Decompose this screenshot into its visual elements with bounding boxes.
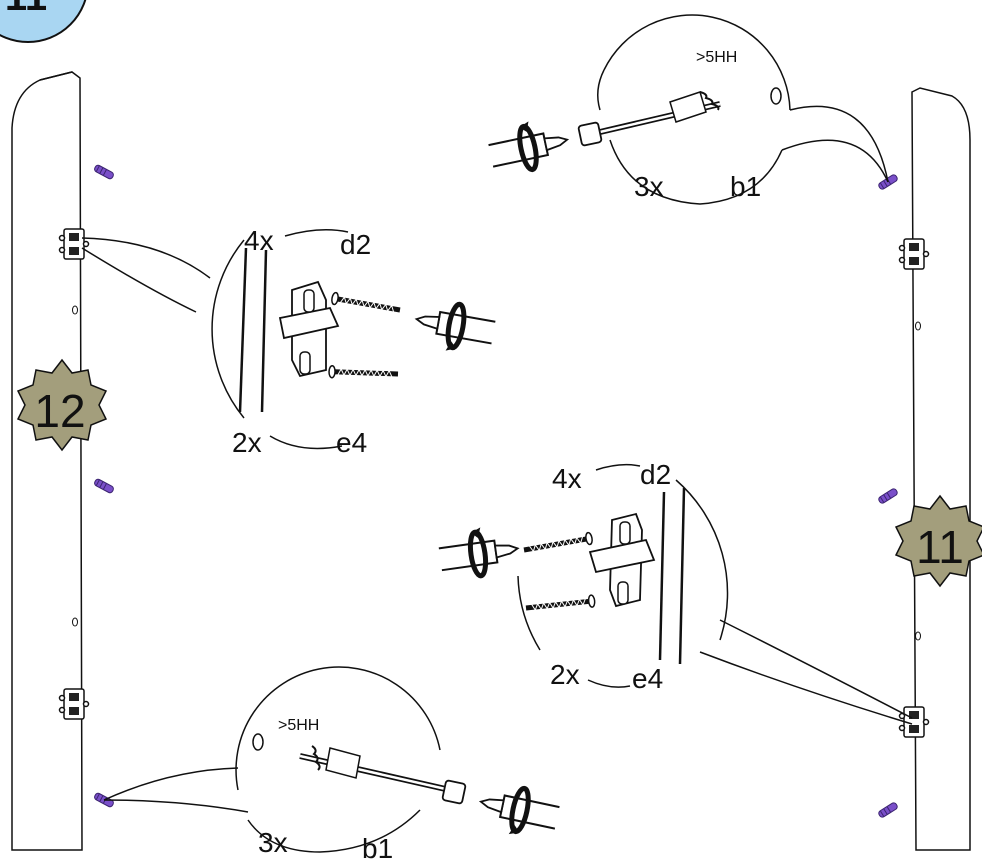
left-panel <box>11 71 115 851</box>
quantity-label: 4x <box>244 225 274 256</box>
dowel-icon <box>93 477 115 495</box>
hinge-plate-icon <box>898 238 930 270</box>
callout-cam-dowel-bottom: >5HH 3x b1 <box>103 666 562 864</box>
part-label: b1 <box>362 833 393 864</box>
screw-icon <box>331 292 401 316</box>
step-indicator: 11 <box>0 0 87 43</box>
rotate-screwdriver-icon <box>437 523 521 581</box>
note-label: >5HH <box>696 49 737 66</box>
screw-icon <box>523 532 593 556</box>
panel-badge-left: 12 <box>16 358 108 452</box>
step-number: 11 <box>5 0 47 19</box>
quantity-label: 3x <box>634 171 664 202</box>
dowel-icon <box>93 163 115 181</box>
part-label: e4 <box>336 427 367 458</box>
quantity-label: 2x <box>550 659 580 690</box>
part-label: b1 <box>730 171 761 202</box>
part-label: d2 <box>340 229 371 260</box>
panel-badge-right: 11 <box>894 494 982 588</box>
rotate-screwdriver-icon <box>475 780 561 843</box>
rotate-screwdriver-icon <box>412 297 497 358</box>
hinge-plate-icon <box>58 228 90 260</box>
part-label: d2 <box>640 459 671 490</box>
dowel-icon <box>877 801 899 819</box>
rotate-screwdriver-icon <box>485 114 571 177</box>
screw-icon <box>525 595 595 614</box>
badge-label-right: 11 <box>916 521 964 573</box>
note-label: >5HH <box>278 717 319 734</box>
callout-hinge-bracket-left: 4x d2 2x e4 <box>81 225 497 458</box>
hinge-plate-icon <box>58 688 90 720</box>
callout-hinge-bracket-right: 4x d2 2x e4 <box>437 459 913 725</box>
screw-icon <box>329 366 398 380</box>
quantity-label: 2x <box>232 427 262 458</box>
right-panel <box>877 87 971 851</box>
dowel-icon <box>877 487 899 505</box>
quantity-label: 4x <box>552 463 582 494</box>
quantity-label: 3x <box>258 827 288 858</box>
part-label: e4 <box>632 663 663 694</box>
callout-cam-dowel-top: >5HH 3x b1 <box>485 14 889 205</box>
badge-label-left: 12 <box>34 385 85 437</box>
